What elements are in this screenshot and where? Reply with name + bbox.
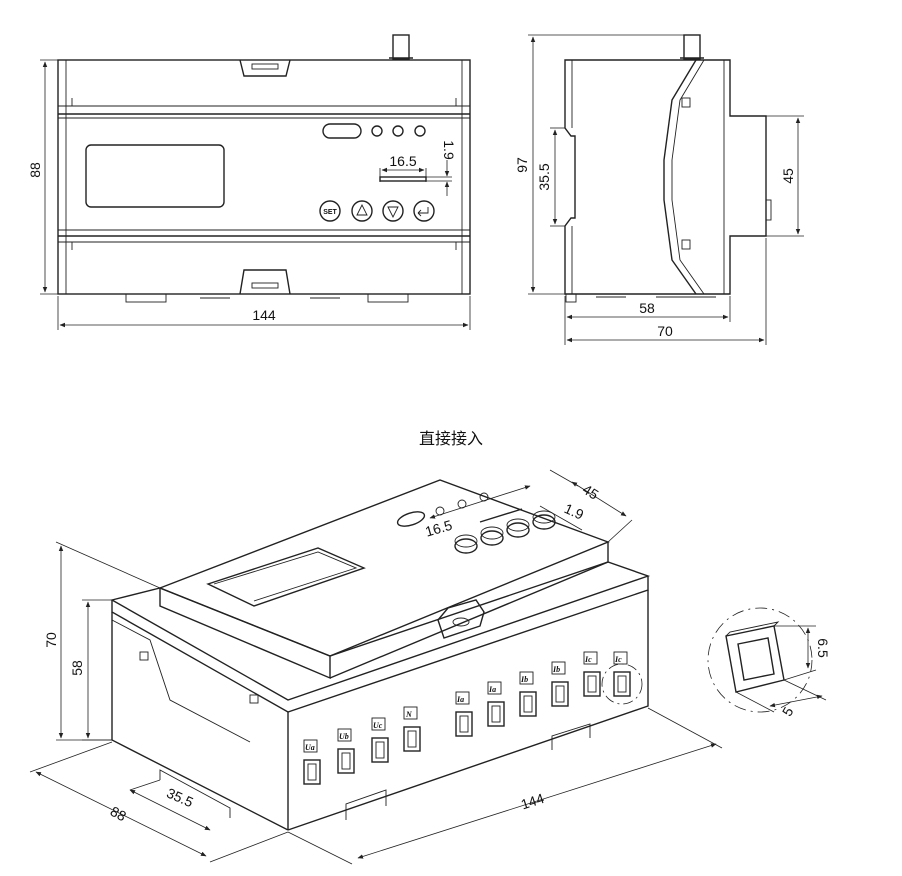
detail-terminal-inner bbox=[737, 637, 775, 681]
iso-dim-slot-height: 1.9 bbox=[562, 500, 586, 523]
front-outline bbox=[57, 59, 471, 295]
front-slot bbox=[379, 176, 427, 182]
front-dim-width: 144 bbox=[252, 307, 276, 323]
front-dim-slot-width: 16.5 bbox=[389, 153, 416, 169]
term-label-ib-2: Ib bbox=[552, 665, 560, 674]
terminal bbox=[487, 701, 505, 727]
term-label-ib: Ib bbox=[520, 675, 528, 684]
section-caption: 直接接入 bbox=[418, 429, 483, 448]
down-button bbox=[382, 200, 404, 222]
detail-view: 6.5 5 bbox=[707, 607, 831, 719]
side-dim-height: 97 bbox=[514, 157, 530, 173]
term-label-uc: Uc bbox=[373, 721, 383, 730]
iso-clip bbox=[437, 599, 485, 639]
set-button bbox=[319, 200, 341, 222]
iso-shoulder bbox=[110, 561, 651, 701]
lcd-window bbox=[85, 144, 225, 208]
detail-circle bbox=[707, 607, 813, 713]
terminal bbox=[303, 759, 321, 785]
iso-lcd bbox=[206, 547, 366, 607]
front-dim-slot-height: 1.9 bbox=[441, 140, 457, 160]
terminal bbox=[583, 671, 601, 697]
top-knob bbox=[392, 34, 410, 60]
detail-terminal-outer bbox=[725, 625, 785, 693]
iso-dim-depth: 88 bbox=[108, 803, 129, 825]
iso-dim-length: 144 bbox=[519, 790, 546, 813]
side-dim-depth-total: 70 bbox=[657, 323, 673, 339]
iso-dim-top-depth: 45 bbox=[580, 481, 602, 503]
terminal bbox=[455, 711, 473, 737]
iso-terminals: Ua Ub Uc N Ia Ia Ib bbox=[303, 651, 643, 785]
led-1 bbox=[371, 125, 383, 137]
up-button bbox=[351, 200, 373, 222]
term-label-ub: Ub bbox=[339, 732, 349, 741]
side-knob bbox=[683, 34, 701, 60]
side-dim-rail: 35.5 bbox=[536, 163, 552, 190]
led-3 bbox=[414, 125, 426, 137]
iso-front-face bbox=[287, 590, 649, 831]
term-label-ic-2: Ic bbox=[614, 655, 622, 664]
detail-dim-width: 5 bbox=[779, 704, 797, 719]
led-2 bbox=[392, 125, 404, 137]
terminal bbox=[337, 748, 355, 774]
bottom-clip bbox=[239, 269, 291, 295]
term-label-ua: Ua bbox=[305, 743, 315, 752]
detail-dim-height: 6.5 bbox=[815, 638, 831, 658]
front-dim-height: 88 bbox=[27, 162, 43, 178]
iso-dim-rail: 35.5 bbox=[164, 785, 196, 811]
term-label-ic: Ic bbox=[584, 655, 592, 664]
side-outline bbox=[564, 59, 767, 295]
term-label-ia: Ia bbox=[456, 695, 464, 704]
iso-side-face bbox=[111, 612, 289, 831]
side-dim-step: 45 bbox=[780, 168, 796, 184]
iso-dim-slot-width: 16.5 bbox=[423, 517, 454, 540]
term-label-n: N bbox=[405, 710, 413, 719]
iso-dim-height-body: 58 bbox=[69, 660, 85, 676]
detail-callout-circle bbox=[601, 663, 643, 705]
terminal bbox=[519, 691, 537, 717]
side-dim-depth-inner: 58 bbox=[639, 300, 655, 316]
oval-button bbox=[322, 123, 362, 139]
terminal bbox=[551, 681, 569, 707]
term-label-ia-2: Ia bbox=[488, 685, 496, 694]
set-button-label: SET bbox=[323, 209, 337, 216]
term-label-box bbox=[303, 739, 318, 753]
top-clip bbox=[239, 59, 291, 77]
iso-dim-height-total: 70 bbox=[43, 632, 59, 648]
front-view: SET 88 144 16.5 1.9 bbox=[27, 34, 471, 330]
terminal bbox=[613, 671, 631, 697]
enter-button bbox=[413, 200, 435, 222]
side-view: 97 35.5 45 58 70 bbox=[514, 34, 804, 345]
iso-view: Ua Ub Uc N Ia Ia Ib bbox=[29, 469, 723, 865]
